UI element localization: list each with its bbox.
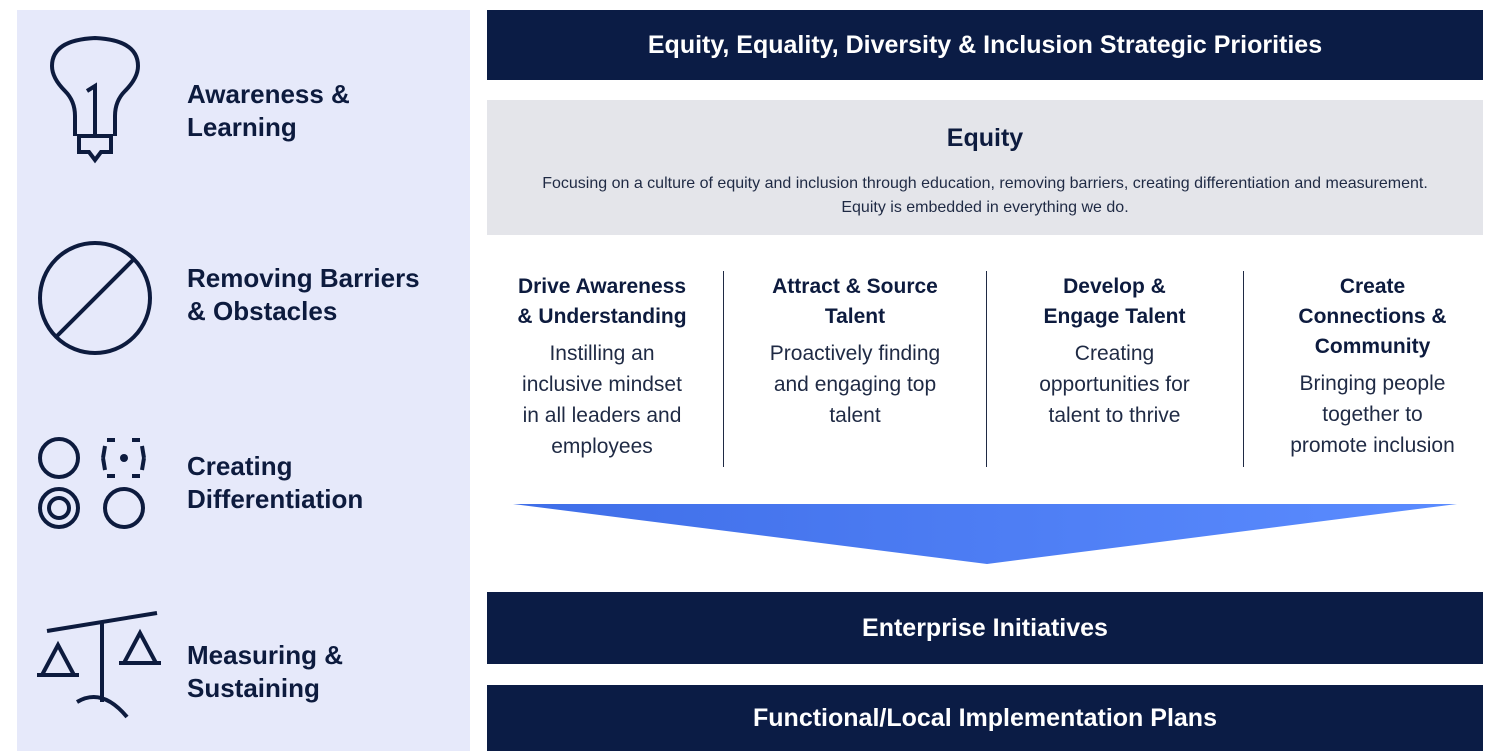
sidebar-item-removing-barriers: Removing Barriers & Obstacles [17, 232, 470, 372]
header-title: Equity, Equality, Diversity & Inclusion … [647, 30, 1323, 59]
enterprise-initiatives-bar: Enterprise Initiatives [487, 592, 1483, 664]
lightbulb-icon [49, 35, 141, 164]
sidebar: Awareness & Learning Removing Barriers &… [17, 10, 470, 751]
pillar-description: Bringing people together to promote incl… [1290, 372, 1455, 457]
equity-title: Equity [946, 124, 1024, 152]
sidebar-item-label: Measuring & Sustaining [187, 640, 344, 703]
functional-plans-bar: Functional/Local Implementation Plans [487, 685, 1483, 751]
pillar-divider [986, 271, 987, 467]
sidebar-item-measuring-sustaining: Measuring & Sustaining [17, 605, 470, 745]
pillar-description: Proactively finding and engaging top tal… [769, 342, 941, 427]
pillar-description: Creating opportunities for talent to thr… [1039, 342, 1190, 427]
equity-description: Focusing on a culture of equity and incl… [542, 175, 1428, 216]
prohibited-icon [38, 241, 152, 355]
sidebar-item-creating-differentiation: Creating Differentiation [17, 422, 470, 562]
enterprise-initiatives-label: Enterprise Initiatives [862, 613, 1108, 642]
circles-differentiation-icon [38, 437, 146, 529]
sidebar-item-label: Creating Differentiation [187, 451, 364, 514]
pillar-description: Instilling an inclusive mindset in all l… [522, 342, 682, 458]
sidebar-item-label: Removing Barriers & Obstacles [187, 263, 420, 326]
pillar-attract-source: Attract & Source Talent Proactively find… [730, 272, 980, 431]
functional-plans-label: Functional/Local Implementation Plans [753, 703, 1217, 732]
sidebar-item-awareness-learning: Awareness & Learning [17, 20, 470, 164]
pillar-divider [1243, 271, 1244, 467]
pillar-title: Create Connections & Community [1298, 275, 1447, 358]
pillar-title: Attract & Source Talent [772, 275, 938, 328]
pillar-drive-awareness: Drive Awareness & Understanding Instilli… [487, 272, 717, 462]
pillar-create-connections: Create Connections & Community Bringing … [1250, 272, 1495, 461]
balance-scale-icon [37, 611, 161, 719]
pillar-title: Develop & Engage Talent [1043, 275, 1186, 328]
pillar-develop-engage: Develop & Engage Talent Creating opportu… [992, 272, 1237, 431]
funnel-arrow [513, 504, 1457, 564]
sidebar-item-label: Awareness & Learning [187, 79, 350, 142]
header-bar: Equity, Equality, Diversity & Inclusion … [487, 10, 1483, 80]
pillar-divider [723, 271, 724, 467]
pillar-title: Drive Awareness & Understanding [517, 275, 687, 328]
equity-panel: Equity Focusing on a culture of equity a… [487, 100, 1483, 235]
